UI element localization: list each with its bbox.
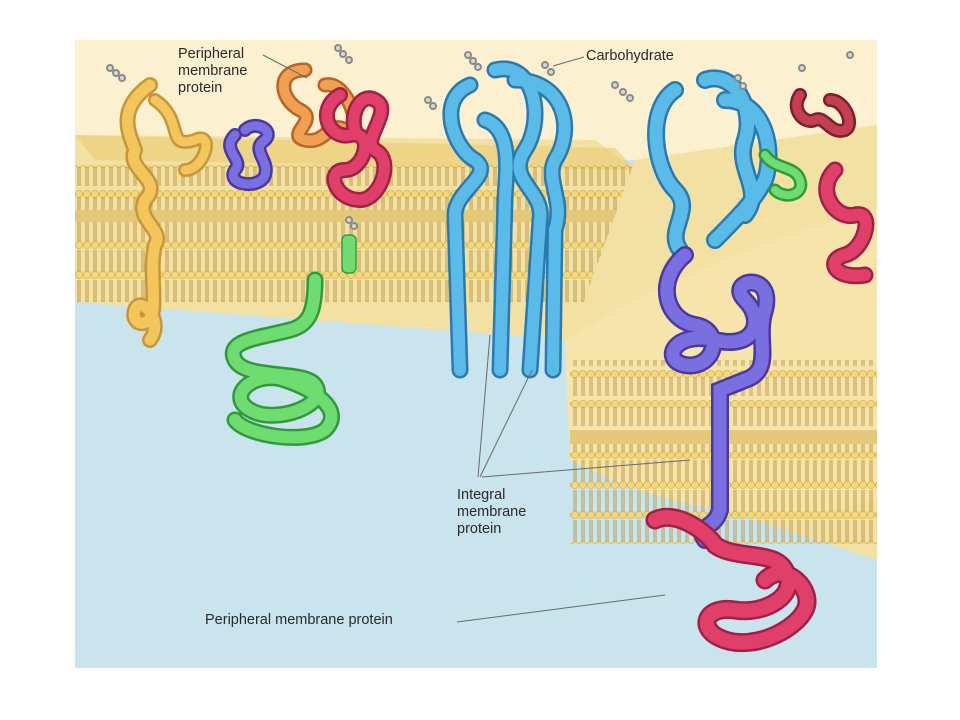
leader-lines [262,54,691,623]
yellow-integral-protein [119,77,213,348]
purple-peripheral-protein [223,118,275,192]
blue-protein-right [647,69,778,259]
peripheral-protein-label-bottom: Peripheral membrane protein [205,612,393,628]
carbohydrate-label: Carbohydrate [586,48,674,64]
integral-protein-label: Integral membrane protein [457,487,527,537]
red-protein-right-edge [818,161,875,285]
membrane-figure: Peripheral membrane protein Carbohydrate… [75,40,877,668]
green-peripheral-protein [224,271,340,446]
red-peripheral-protein-bottom [645,507,817,653]
carbohydrate-chains [106,44,854,230]
green-anchor-protein [341,234,357,274]
peripheral-protein-label-top: Peripheral membrane protein [178,46,248,96]
blue-integral-protein [442,60,574,379]
purple-integral-protein [658,246,776,549]
membrane-diagram [75,40,877,653]
green-protein-right [758,148,808,202]
red-peripheral-protein-top [318,87,393,209]
maroon-protein-top-right [789,88,856,138]
